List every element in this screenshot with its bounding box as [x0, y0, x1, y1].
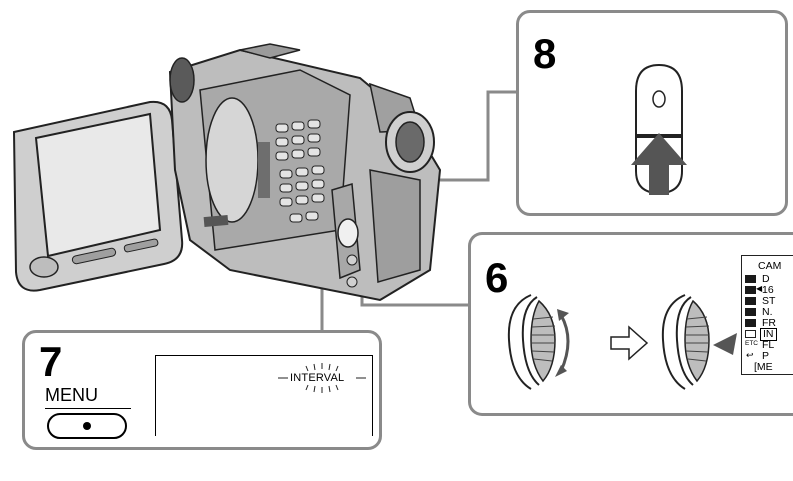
- control-dial-press-illustration: [649, 285, 739, 395]
- menu-item: FL: [762, 340, 774, 351]
- step-7-number: 7: [39, 341, 62, 383]
- menu-etc-label: ETC: [745, 341, 758, 348]
- menu-button-dot-icon: [83, 422, 91, 430]
- menu-icon-tape: [745, 330, 756, 338]
- menu-item: P: [762, 351, 769, 362]
- interval-label: INTERVAL: [290, 372, 344, 384]
- step-7-panel: 7 MENU INTERVAL: [22, 330, 382, 450]
- step-6-panel: 6 CAM D ◀ 16 ST N.: [468, 232, 793, 416]
- menu-icon-lcd: [745, 319, 756, 327]
- menu-return-icon: ↩: [746, 351, 754, 360]
- menu-button-underline: [45, 408, 131, 409]
- menu-item: ST: [762, 296, 775, 307]
- rotate-arrow-icon: [561, 315, 568, 371]
- menu-item: FR: [762, 318, 776, 329]
- menu-footer: [ME: [754, 362, 773, 373]
- lcd-display: INTERVAL: [155, 355, 373, 436]
- menu-icon-memory: [745, 297, 756, 305]
- menu-item: N.: [762, 307, 773, 318]
- menu-header: CAM: [758, 261, 781, 272]
- menu-button-label: MENU: [45, 385, 98, 406]
- camcorder-illustration: [0, 20, 470, 340]
- menu-screen: CAM D ◀ 16 ST N. FR IN ETC FL ↩ P [ME: [741, 255, 793, 375]
- lcd-panel: [14, 102, 182, 291]
- menu-item: 16: [762, 285, 774, 296]
- press-arrow-icon: [629, 133, 689, 203]
- menu-button[interactable]: [47, 413, 127, 439]
- menu-item: D: [762, 274, 770, 285]
- menu-icon-manual: [745, 275, 756, 283]
- step-8-panel: 8: [516, 10, 788, 216]
- interval-indicator: INTERVAL: [278, 362, 368, 392]
- next-arrow-icon: [609, 325, 649, 361]
- menu-icon-camera: [745, 286, 756, 294]
- press-arrow-icon: [713, 333, 737, 355]
- camcorder-body: [170, 44, 440, 300]
- menu-icon-vcr: [745, 308, 756, 316]
- control-dial-rotate-illustration: [495, 285, 585, 395]
- step-8-number: 8: [533, 33, 556, 75]
